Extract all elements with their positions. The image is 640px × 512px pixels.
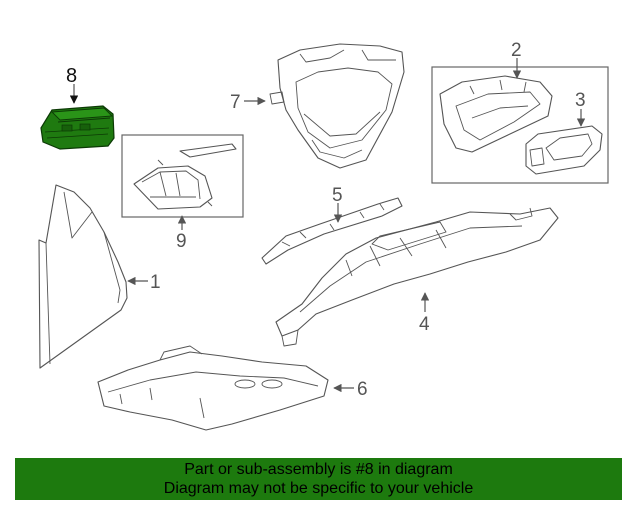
callout-8: 8 bbox=[66, 65, 77, 87]
banner-line-2: Diagram may not be specific to your vehi… bbox=[163, 480, 474, 497]
callout-3: 3 bbox=[575, 90, 586, 111]
part-8-module[interactable] bbox=[40, 105, 115, 150]
part-2-3-box bbox=[431, 66, 609, 184]
callout-9: 9 bbox=[176, 231, 187, 252]
part-2-switch-bezel[interactable] bbox=[439, 75, 553, 153]
callout-7: 7 bbox=[230, 92, 241, 113]
callout-2: 2 bbox=[511, 40, 522, 61]
part-5-trim-strip[interactable] bbox=[261, 197, 403, 265]
info-banner: Part or sub-assembly is #8 in diagram Di… bbox=[15, 458, 622, 500]
callout-5: 5 bbox=[332, 185, 343, 206]
part-9-bracket[interactable] bbox=[133, 143, 237, 210]
part-3-switch-trim[interactable] bbox=[525, 125, 603, 175]
part-1-side-panel[interactable] bbox=[38, 184, 128, 369]
part-7-cluster-housing[interactable] bbox=[269, 43, 405, 169]
part-4-dash-carrier[interactable] bbox=[275, 207, 559, 347]
part-6-insulator-panel[interactable] bbox=[97, 345, 329, 431]
callout-1: 1 bbox=[150, 272, 161, 293]
callout-4: 4 bbox=[419, 314, 430, 335]
callout-6: 6 bbox=[357, 379, 368, 400]
banner-line-1: Part or sub-assembly is #8 in diagram bbox=[184, 461, 453, 478]
